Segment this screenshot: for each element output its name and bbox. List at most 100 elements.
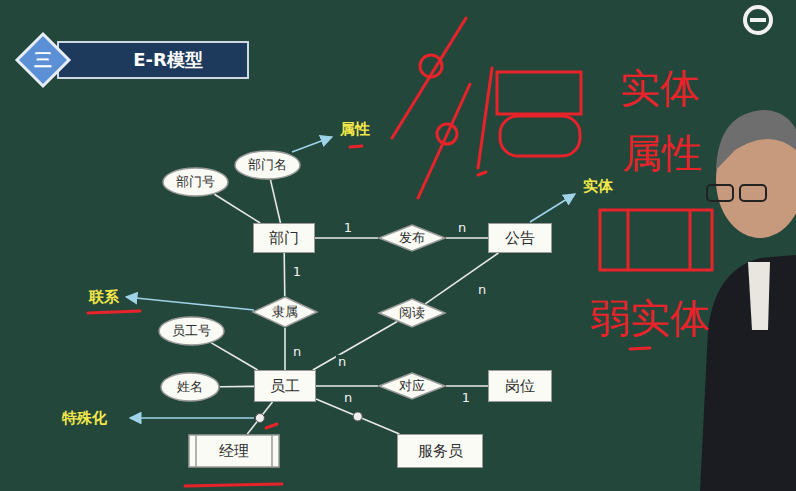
entity-box: 服务员 <box>397 434 483 468</box>
node-text: 隶属 <box>272 304 298 320</box>
cardinality-label: 1 <box>291 265 303 279</box>
entity-box: 岗位 <box>488 370 552 402</box>
connector-line <box>283 253 285 296</box>
chalk-line <box>689 212 692 268</box>
cardinality-label: n <box>342 391 354 405</box>
node-text: 阅读 <box>399 305 425 321</box>
chalk-underline <box>185 484 282 486</box>
node-text: 服务员 <box>418 442 463 460</box>
logo-mark <box>745 7 771 33</box>
connector-line <box>220 386 254 388</box>
chalk-underline <box>88 311 140 313</box>
chalk-line <box>627 212 630 268</box>
node-text: 姓名 <box>177 379 203 395</box>
annotation-label: 属性 <box>340 121 370 138</box>
chalk-underline <box>350 146 362 147</box>
node-text: 发布 <box>399 230 425 246</box>
relationship-diamond: 阅读 <box>378 298 446 328</box>
connector-line <box>316 385 378 387</box>
connector-line <box>247 402 272 434</box>
cardinality-label: n <box>336 355 348 369</box>
node-text: 对应 <box>399 378 425 394</box>
attribute-ellipse: 部门号 <box>162 167 229 197</box>
chalk-line <box>418 84 470 198</box>
annotation-arrow <box>530 194 575 222</box>
ellipse-outline <box>161 373 219 401</box>
attribute-ellipse: 员工号 <box>158 316 225 346</box>
cardinality-label: n <box>456 221 468 235</box>
chalk-drawing <box>88 18 712 486</box>
presenter-figure <box>700 110 796 491</box>
chalk-line <box>478 68 492 168</box>
cardinality-label: n <box>291 345 303 359</box>
chalk-underline <box>630 348 650 349</box>
badge-diamond <box>17 34 69 86</box>
subentity-box: 经理 <box>188 434 280 468</box>
diamond-outline <box>379 299 445 327</box>
node-text: 公告 <box>505 229 535 247</box>
connector-line <box>316 399 399 434</box>
badge-number: 三 <box>34 50 52 70</box>
handwritten-note: 实体 <box>620 66 700 110</box>
annotation-arrow <box>126 297 254 310</box>
annotation-label: 特殊化 <box>62 410 107 427</box>
relationship-diamond: 隶属 <box>252 296 318 328</box>
connector-line <box>425 253 498 304</box>
annotation-arrow <box>292 137 332 152</box>
cardinality-label: 1 <box>342 221 354 235</box>
connector-line <box>446 385 488 387</box>
connector-line <box>270 180 280 223</box>
attribute-ellipse: 姓名 <box>160 372 220 402</box>
box-inner-line <box>271 435 273 467</box>
attribute-ellipse: 部门名 <box>234 150 301 180</box>
box-outline <box>189 435 279 467</box>
annotation-label: 实体 <box>583 178 613 195</box>
presenter-hair <box>716 110 796 170</box>
entity-box: 员工 <box>254 370 316 402</box>
node-text: 经理 <box>219 442 249 460</box>
annotation-arrow <box>130 417 254 419</box>
annotation-label: 联系 <box>89 289 119 306</box>
node-text: 员工 <box>270 377 300 395</box>
specialization-dot <box>255 414 264 423</box>
annotation-arrows <box>126 137 575 418</box>
connector-line <box>313 321 397 370</box>
cardinality-label: n <box>476 283 488 297</box>
chalk-circle <box>420 55 442 77</box>
node-text: 部门 <box>269 229 299 247</box>
presenter-shirt <box>748 262 770 330</box>
diamond-outline <box>379 225 445 251</box>
connector-line <box>214 194 260 223</box>
box-inner-line <box>195 435 197 467</box>
entity-box: 部门 <box>253 223 315 253</box>
node-text: 岗位 <box>505 377 535 395</box>
diamond-outline <box>379 373 445 399</box>
handwritten-note: 属性 <box>622 131 702 175</box>
presenter-glasses <box>740 185 766 201</box>
specialization-dot <box>353 412 362 421</box>
ellipse-outline <box>163 168 228 196</box>
chalk-circle <box>437 124 457 144</box>
ellipse-outline <box>159 317 224 345</box>
relationship-diamond: 发布 <box>378 224 446 252</box>
diamond-outline <box>253 297 317 327</box>
cardinality-label: 1 <box>460 391 472 405</box>
logo-mark <box>750 18 766 22</box>
connector-line <box>315 237 378 239</box>
presenter-body <box>700 255 796 491</box>
chalk-tick <box>478 172 486 175</box>
handwritten-note: 弱实体 <box>590 296 710 340</box>
connector-line <box>211 343 257 370</box>
node-text: 部门名 <box>248 157 287 173</box>
entity-box: 公告 <box>488 223 552 253</box>
chalk-ellipse <box>500 116 580 156</box>
relationship-diamond: 对应 <box>378 372 446 400</box>
slide-title: E-R模型 <box>133 50 203 70</box>
ellipse-outline <box>235 151 300 179</box>
connector-line <box>446 237 488 239</box>
chalk-rect <box>497 72 581 114</box>
presenter-glasses <box>707 185 733 201</box>
title-bar <box>58 42 248 78</box>
node-text: 部门号 <box>176 174 215 190</box>
chalk-double-rect <box>600 210 712 270</box>
